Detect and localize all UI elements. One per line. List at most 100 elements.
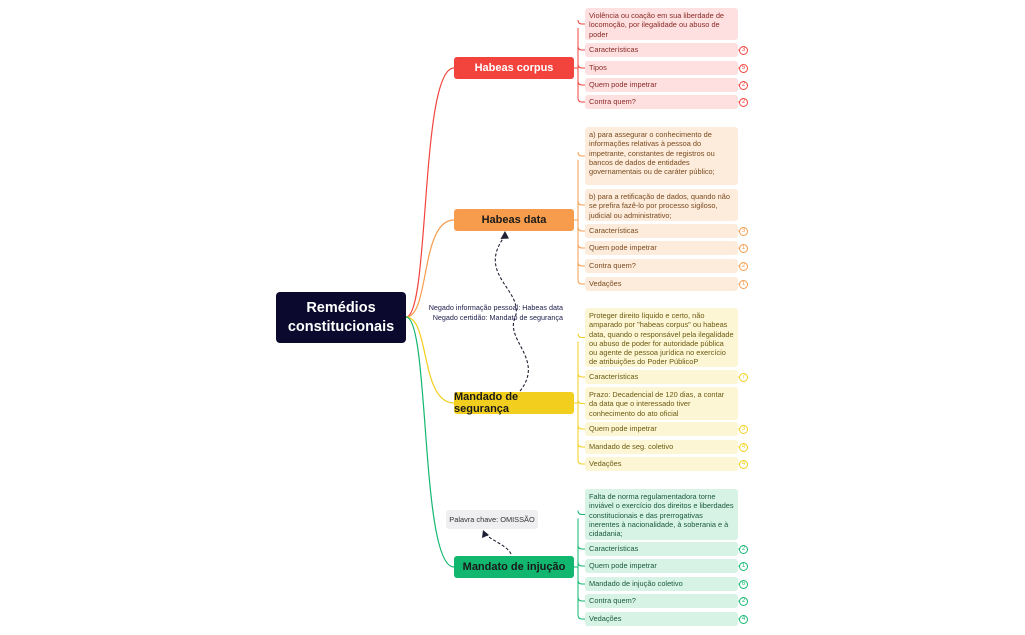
leaf-hd-3[interactable]: Quem pode impetrar <box>585 241 738 255</box>
connector-line <box>405 316 455 404</box>
leaf-text: Prazo: Decadencial de 120 dias, a contar… <box>589 390 725 418</box>
count-badge-icon[interactable]: 3 <box>739 424 748 434</box>
count-badge-icon[interactable]: 6 <box>739 579 748 589</box>
leaf-ms-0[interactable]: Proteger direito líquido e certo, não am… <box>585 308 738 367</box>
relation-note: Negado informação pessoal: Habeas data N… <box>405 303 563 322</box>
connector-line <box>577 279 585 285</box>
leaf-text: Falta de norma regulamentadora torne inv… <box>589 492 734 539</box>
count-badge-icon[interactable]: 3 <box>739 45 748 55</box>
connector-line <box>485 533 512 555</box>
leaf-text: Vedações <box>589 279 622 289</box>
count-badge-icon[interactable]: 1 <box>739 561 748 571</box>
count-badge-icon[interactable]: 1 <box>739 243 748 253</box>
leaf-text: Vedações <box>589 614 622 624</box>
connector-line <box>577 63 585 69</box>
leaf-hc-1[interactable]: Características <box>585 43 738 57</box>
count-badge-icon[interactable]: 7 <box>739 372 748 382</box>
connector-line <box>577 459 585 465</box>
connector-line <box>577 399 585 404</box>
count-badge-icon[interactable]: 5 <box>739 63 748 73</box>
connector-line <box>577 614 585 620</box>
count-badge-icon[interactable]: 2 <box>739 596 748 606</box>
leaf-text: Quem pode impetrar <box>589 424 657 434</box>
count-badge-icon[interactable]: 2 <box>739 97 748 107</box>
leaf-hd-0[interactable]: a) para assegurar o conhecimento de info… <box>585 127 738 185</box>
connector-line <box>577 19 585 25</box>
arrow-head-icon <box>482 530 489 538</box>
leaf-text: Vedações <box>589 459 622 469</box>
leaf-hc-0[interactable]: Violência ou coação em sua liberdade de … <box>585 8 738 40</box>
leaf-mi-2[interactable]: Quem pode impetrar <box>585 559 738 573</box>
leaf-text: Características <box>589 544 639 554</box>
leaf-text: Características <box>589 226 639 236</box>
leaf-mi-0[interactable]: Falta de norma regulamentadora torne inv… <box>585 489 738 540</box>
leaf-ms-5[interactable]: Vedações <box>585 457 738 471</box>
count-badge-icon[interactable]: 4 <box>739 614 748 624</box>
leaf-mi-4[interactable]: Contra quem? <box>585 594 738 608</box>
count-badge-icon[interactable]: 3 <box>739 226 748 236</box>
leaf-hd-2[interactable]: Características <box>585 224 738 238</box>
connector-line <box>405 219 455 318</box>
connector-line <box>577 424 585 430</box>
leaf-text: Características <box>589 45 639 55</box>
leaf-hd-1[interactable]: b) para a retificação de dados, quando n… <box>585 189 738 221</box>
leaf-hc-2[interactable]: Tipos <box>585 61 738 75</box>
root-title-line1: Remédios <box>306 299 376 316</box>
connector-line <box>577 333 585 338</box>
leaf-hc-3[interactable]: Quem pode impetrar <box>585 78 738 92</box>
arrow-head-icon <box>500 231 509 239</box>
leaf-ms-2[interactable]: Prazo: Decadencial de 120 dias, a contar… <box>585 387 738 420</box>
connector-line <box>577 510 585 515</box>
keyword-node[interactable]: Palavra chave: OMISSÃO <box>446 510 538 529</box>
connector-line <box>577 442 585 448</box>
branch-label: Habeas data <box>481 214 547 226</box>
leaf-text: Tipos <box>589 63 607 73</box>
leaf-text: Características <box>589 372 639 382</box>
leaf-ms-3[interactable]: Quem pode impetrar <box>585 422 738 436</box>
leaf-text: Violência ou coação em sua liberdade de … <box>589 11 725 39</box>
leaf-hd-5[interactable]: Vedações <box>585 277 738 291</box>
leaf-mi-3[interactable]: Mandado de injução coletivo <box>585 577 738 591</box>
count-badge-icon[interactable]: 2 <box>739 261 748 271</box>
leaf-text: Quem pode impetrar <box>589 561 657 571</box>
leaf-text: Quem pode impetrar <box>589 80 657 90</box>
leaf-text: a) para assegurar o conhecimento de info… <box>589 130 715 177</box>
leaf-mi-5[interactable]: Vedações <box>585 612 738 626</box>
connector-line <box>577 261 585 267</box>
connector-line <box>577 544 585 550</box>
connector-line <box>405 316 455 568</box>
branch-hd[interactable]: Habeas data <box>454 209 574 231</box>
root-title: Remédios constitucionais <box>288 299 394 337</box>
leaf-text: b) para a retificação de dados, quando n… <box>589 192 730 220</box>
count-badge-icon[interactable]: 1 <box>739 279 748 289</box>
branch-mi[interactable]: Mandato de injução <box>454 556 574 578</box>
leaf-ms-1[interactable]: Características <box>585 370 738 384</box>
branch-label: Mandado de segurança <box>454 391 519 415</box>
branch-label: Habeas corpus <box>474 62 554 74</box>
count-badge-icon[interactable]: 4 <box>739 442 748 452</box>
leaf-text: Contra quem? <box>589 596 636 606</box>
connector-line <box>405 67 455 318</box>
leaf-ms-4[interactable]: Mandado de seg. coletivo <box>585 440 738 454</box>
count-badge-icon[interactable]: 4 <box>739 459 748 469</box>
root-node[interactable]: Remédios constitucionais <box>276 292 406 343</box>
connector-line <box>577 596 585 602</box>
count-badge-icon[interactable]: 2 <box>739 80 748 90</box>
connector-line <box>577 226 585 232</box>
leaf-text: Mandado de seg. coletivo <box>589 442 674 452</box>
relation-note-line1: Negado informação pessoal: Habeas data <box>428 303 563 312</box>
branch-ms[interactable]: Mandado de segurança <box>454 391 574 415</box>
count-badge-icon[interactable]: 2 <box>739 544 748 554</box>
connector-line <box>577 45 585 51</box>
connector-line <box>494 235 529 392</box>
branch-label: Mandato de injução <box>462 561 566 573</box>
leaf-hd-4[interactable]: Contra quem? <box>585 259 738 273</box>
leaf-mi-1[interactable]: Características <box>585 542 738 556</box>
leaf-text: Quem pode impetrar <box>589 243 657 253</box>
leaf-text: Mandado de injução coletivo <box>589 579 683 589</box>
connector-line <box>577 579 585 585</box>
branch-hc[interactable]: Habeas corpus <box>454 57 574 79</box>
connector-line <box>577 372 585 378</box>
leaf-hc-4[interactable]: Contra quem? <box>585 95 738 109</box>
root-title-line2: constitucionais <box>287 318 395 335</box>
